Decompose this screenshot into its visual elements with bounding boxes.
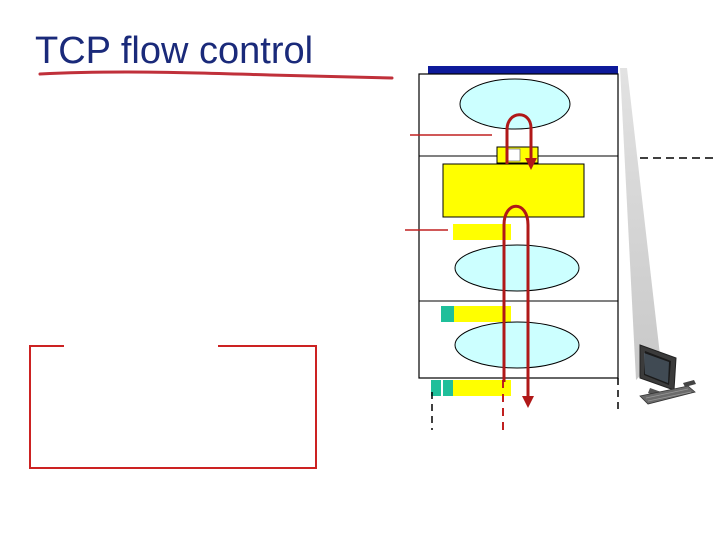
application-process-ellipse: [459, 78, 571, 130]
buffer-strip-middle: [453, 224, 511, 240]
buffer-strip-lower: [454, 306, 511, 322]
buffer-strip-bottom: [453, 380, 511, 396]
host-box-top-bar: [428, 66, 618, 74]
projection-shadow: [620, 68, 660, 380]
slide-title: TCP flow control: [35, 30, 314, 72]
socket-buffer-slot: [507, 148, 521, 162]
tcp-receive-buffer: [442, 163, 585, 218]
sidebar-callout-box: [29, 345, 317, 469]
link-layer-ellipse: [454, 321, 580, 369]
data-flow-arrow-main: [502, 204, 534, 408]
title-underline: [38, 70, 394, 80]
desktop-computer-icon: [639, 344, 696, 405]
network-layer-ellipse: [454, 244, 580, 292]
segment-teal-2: [431, 380, 441, 396]
data-flow-arrow-top: [505, 113, 537, 170]
segment-teal-1: [441, 306, 454, 322]
segment-teal-3: [443, 380, 453, 396]
